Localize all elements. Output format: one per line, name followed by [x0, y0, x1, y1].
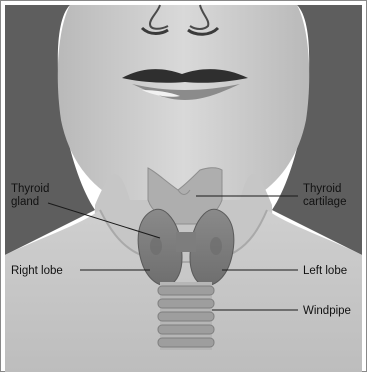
label-left-lobe: Left lobe	[303, 265, 347, 277]
gland-texture-1	[150, 237, 162, 255]
windpipe	[158, 282, 214, 350]
gland-texture-2	[210, 237, 222, 255]
face	[58, 5, 309, 213]
label-windpipe: Windpipe	[303, 305, 351, 317]
label-right-lobe: Right lobe	[11, 265, 63, 277]
isthmus	[176, 232, 196, 252]
label-thyroid-cartilage: Thyroid cartilage	[303, 183, 346, 208]
